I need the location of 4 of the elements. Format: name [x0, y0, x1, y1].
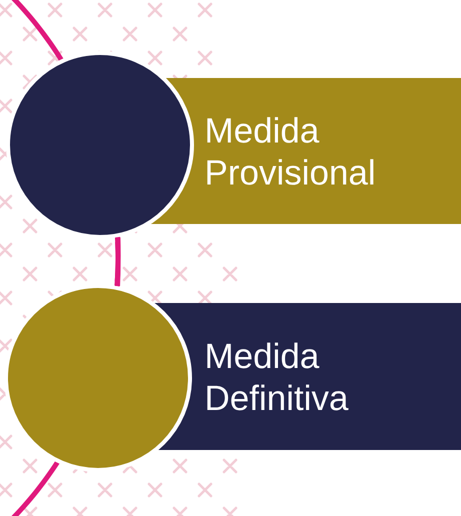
- filled-circle: [4, 284, 192, 472]
- filled-circle: [6, 51, 194, 239]
- timeline-arc: [115, 237, 121, 286]
- title-band: Medida Definitiva: [150, 303, 461, 450]
